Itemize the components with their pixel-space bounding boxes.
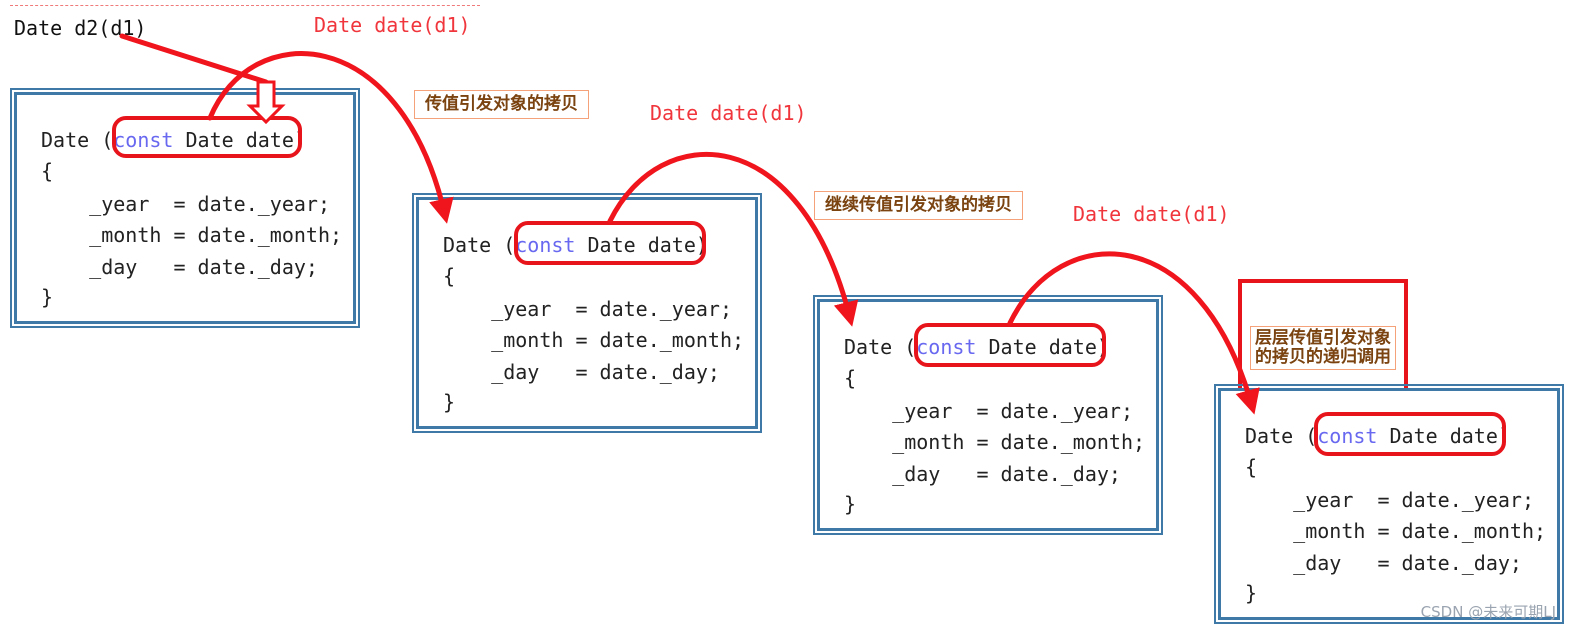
note-continued-copy: 继续传值引发对象的拷贝 [814, 191, 1023, 220]
ctor-signature: Date (const Date date) [844, 337, 1109, 357]
sig-params: Date date [1377, 424, 1498, 448]
ctor-signature: Date (const Date date) [443, 235, 708, 255]
sig-params: Date date [575, 233, 696, 257]
call-label-3: Date date(d1) [1073, 202, 1230, 226]
arrow-call-3 [1007, 251, 1260, 415]
top-code-statement: Date d2(d1) [14, 16, 147, 40]
param-highlight-1 [112, 116, 302, 158]
call-label-2: Date date(d1) [650, 101, 807, 125]
const-keyword: const [515, 233, 576, 257]
open-brace: { [1245, 455, 1258, 479]
note-recursive-copy-text: 层层传值引发对象 的拷贝的递归调用 [1250, 326, 1396, 370]
const-keyword: const [916, 335, 977, 359]
const-keyword: const [113, 128, 174, 152]
const-keyword: const [1317, 424, 1378, 448]
close-brace: } [1245, 581, 1258, 605]
year-assignment: _year = date._year; [41, 192, 330, 216]
sig-prefix: Date ( [443, 233, 516, 257]
sig-prefix: Date ( [41, 128, 114, 152]
note-copy-by-value: 传值引发对象的拷贝 [414, 90, 589, 119]
arrow-call-1 [207, 51, 454, 224]
param-highlight-4 [1314, 412, 1506, 456]
close-brace: } [443, 390, 456, 414]
open-brace: { [443, 264, 456, 288]
month-assignment: _month = date._month; [844, 430, 1146, 454]
month-assignment: _month = date._month; [443, 328, 745, 352]
day-assignment: _day = date._day; [41, 255, 318, 279]
sig-params: Date date [976, 335, 1097, 359]
arrow-call-2 [607, 151, 859, 327]
ctor-signature: Date (const Date date) [41, 130, 306, 150]
open-brace: { [844, 366, 857, 390]
copy-ctor-box-2: Date (const Date date) { _year = date._y… [412, 193, 762, 433]
close-brace: } [844, 492, 857, 516]
close-brace: } [41, 285, 54, 309]
top-dashed-rule [10, 5, 480, 6]
day-assignment: _day = date._day; [844, 462, 1121, 486]
day-assignment: _day = date._day; [443, 360, 720, 384]
open-brace: { [41, 159, 54, 183]
year-assignment: _year = date._year; [443, 297, 732, 321]
sig-prefix: Date ( [844, 335, 917, 359]
year-assignment: _year = date._year; [844, 399, 1133, 423]
month-assignment: _month = date._month; [41, 223, 343, 247]
hollow-down-arrow [246, 80, 286, 125]
day-assignment: _day = date._day; [1245, 551, 1522, 575]
sig-params: Date date [173, 128, 294, 152]
csdn-watermark: CSDN @未来可期LJ [1420, 603, 1556, 621]
year-assignment: _year = date._year; [1245, 488, 1534, 512]
month-assignment: _month = date._month; [1245, 519, 1547, 543]
call-label-1: Date date(d1) [314, 13, 471, 37]
ctor-signature: Date (const Date date) [1245, 426, 1510, 446]
